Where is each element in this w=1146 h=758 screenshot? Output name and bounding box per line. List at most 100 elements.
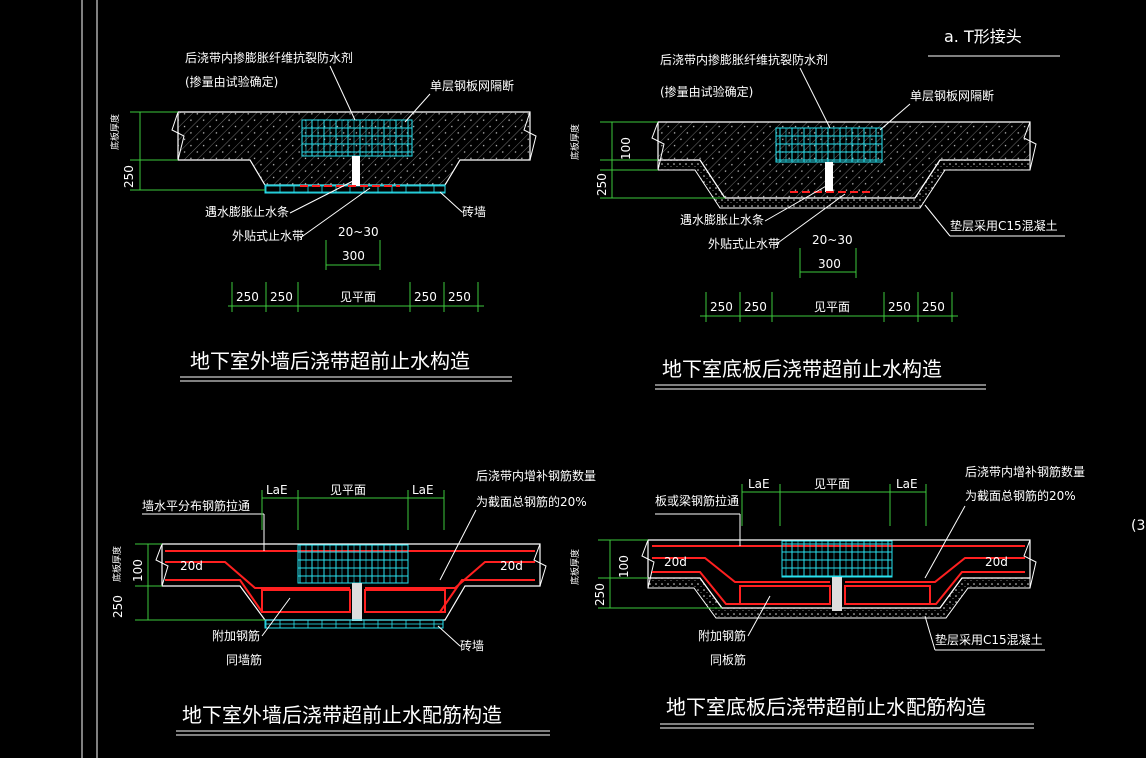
edge-mark: (3 <box>1131 518 1145 534</box>
panel-title: 地下室外墙后浇带超前止水构造 <box>190 349 470 373</box>
leader-add-bar <box>747 595 771 637</box>
add-bar-label: 附加钢筋 <box>698 628 746 643</box>
leader-extra <box>924 505 966 579</box>
ext-strip-label: 外贴式止水带 <box>232 229 304 243</box>
dim-250-vert: 250 <box>122 165 136 188</box>
pour-strip-mesh <box>781 540 893 578</box>
leader-swell <box>289 179 356 214</box>
see-plan: 见平面 <box>814 477 850 491</box>
dim-250-vert: 250 <box>595 173 609 196</box>
note-line2: (掺量由试验确定) <box>185 74 278 89</box>
leader-extra <box>439 509 477 581</box>
leader-note <box>799 67 831 129</box>
break-mark-right <box>523 111 537 161</box>
dim-300: 300 <box>342 249 365 263</box>
mesh-label: 单层钢板网隔断 <box>910 88 994 103</box>
leader-mesh <box>404 93 431 123</box>
brick-wall <box>264 619 444 629</box>
leader-add-bar <box>261 597 291 637</box>
rebar-bottom-right <box>365 579 535 613</box>
dim-250-vert: 250 <box>593 583 607 606</box>
panel-title: 地下室外墙后浇带超前止水配筋构造 <box>182 703 502 727</box>
dim-100-vert: 100 <box>617 555 631 578</box>
dim-300: 300 <box>818 257 841 271</box>
add-bar-cage-right <box>844 585 931 605</box>
wall-bar-label: 墙水平分布钢筋拉通 <box>142 498 250 513</box>
dim-250-vert: 250 <box>111 595 125 618</box>
pour-strip-mesh <box>775 127 883 163</box>
rebar-diag-right <box>845 557 1025 583</box>
break-mark-left <box>171 111 185 161</box>
dim-bottom-4: 250 <box>922 300 945 314</box>
dim-bottom-0: 250 <box>710 300 733 314</box>
add-bar-cage-left <box>261 589 351 613</box>
swell-strip <box>352 156 360 186</box>
d20-right: 20d <box>985 555 1008 569</box>
cushion-label: 垫层采用C15混凝土 <box>935 632 1043 647</box>
extra-line1: 后浇带内增补钢筋数量 <box>476 468 596 483</box>
leader-cushion-diag <box>924 615 936 651</box>
slab-section-outline <box>647 539 1031 609</box>
add-bar-cage-right <box>364 589 446 613</box>
ext-strip-label: 外贴式止水带 <box>708 237 780 251</box>
rebar-diag-left <box>652 557 830 583</box>
lae-right: LaE <box>412 483 434 497</box>
mesh-label: 单层钢板网隔断 <box>430 78 514 93</box>
leader-note <box>329 65 356 121</box>
lae-left: LaE <box>266 483 288 497</box>
cushion-label: 垫层采用C15混凝土 <box>950 218 1058 233</box>
rebar-diag-right <box>365 561 535 589</box>
panel-wall-waterstop: 后浇带内掺膨胀纤维抗裂防水剂 (掺量由试验确定) 单层钢板网隔断 遇水膨胀止水条… <box>109 50 537 382</box>
d20-left: 20d <box>664 555 687 569</box>
dim-100-vert: 100 <box>131 559 145 582</box>
break-mark-right <box>533 543 547 587</box>
dim-bottom-2: 见平面 <box>814 300 850 314</box>
panel-title: 地下室底板后浇带超前止水配筋构造 <box>666 695 986 719</box>
dim-bottom-1: 250 <box>270 290 293 304</box>
same-wall-label: 同墙筋 <box>226 652 262 667</box>
dim-20-30: 20~30 <box>338 225 379 239</box>
header-label: a. T形接头 <box>944 27 1022 46</box>
break-mark-right <box>1023 539 1037 589</box>
dim-bottom-4: 250 <box>448 290 471 304</box>
swell-strip-label: 遇水膨胀止水条 <box>205 205 289 219</box>
leader-ext <box>299 187 371 239</box>
leader-brick <box>439 191 463 213</box>
break-mark-left <box>155 543 169 587</box>
panel-slab-waterstop: 后浇带内掺膨胀纤维抗裂防水剂 (掺量由试验确定) 单层钢板网隔断 遇水膨胀止水条… <box>569 52 1065 390</box>
break-mark-left <box>641 539 655 589</box>
pour-strip-mesh <box>297 544 409 584</box>
break-mark-left <box>651 121 665 171</box>
rebar-bottom-left <box>165 579 350 613</box>
d20-right: 20d <box>500 559 523 573</box>
slab-bar-label: 板或梁钢筋拉通 <box>655 493 739 508</box>
break-mark-right <box>1023 121 1037 171</box>
dim-bottom-0: 250 <box>236 290 259 304</box>
thickness-label: 底板厚度 <box>111 546 123 582</box>
panel-title: 地下室底板后浇带超前止水构造 <box>662 357 942 381</box>
add-bar-cage-left <box>739 585 831 605</box>
swell-strip <box>825 162 833 192</box>
leader-ext <box>774 193 846 246</box>
extra-line2: 为截面总钢筋的20% <box>965 488 1076 503</box>
see-plan: 见平面 <box>330 483 366 497</box>
thickness-label: 底板厚度 <box>569 549 581 585</box>
dim-100-vert: 100 <box>619 137 633 160</box>
pour-strip-mesh <box>301 119 413 157</box>
thickness-label: 底板厚度 <box>109 114 121 150</box>
extra-line1: 后浇带内增补钢筋数量 <box>965 464 1085 479</box>
leader-brick <box>437 625 461 647</box>
wall-section-outline <box>161 543 541 621</box>
same-slab-label: 同板筋 <box>710 652 746 667</box>
leader-mesh <box>879 103 911 131</box>
note-line1: 后浇带内掺膨胀纤维抗裂防水剂 <box>185 50 353 65</box>
extra-line2: 为截面总钢筋的20% <box>476 494 587 509</box>
brick-label: 砖墙 <box>460 638 484 653</box>
note-line2: (掺量由试验确定) <box>660 84 753 99</box>
brick-label: 砖墙 <box>462 204 486 219</box>
dim-bottom-1: 250 <box>744 300 767 314</box>
d20-left: 20d <box>180 559 203 573</box>
dim-bottom-3: 250 <box>414 290 437 304</box>
